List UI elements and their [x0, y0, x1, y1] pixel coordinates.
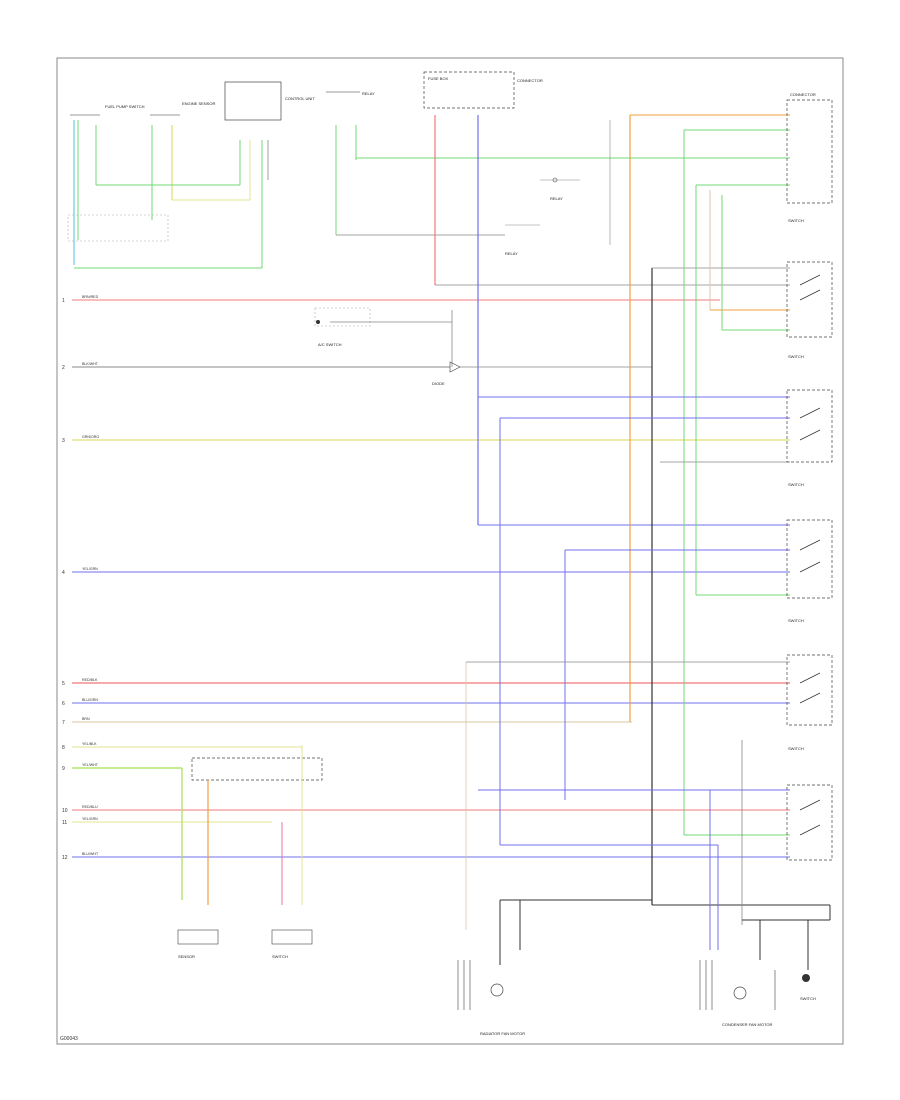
row-wires: [72, 299, 790, 858]
row-labels: 1 BRN/RED 2 BLK/WHT 3 GRN/ORG 4 YEL/GRN …: [62, 295, 99, 861]
row-code-11: YEL/GRN: [82, 817, 98, 821]
right-section: CONNECTOR SWITCH SWITCH SWITCH SWITCH: [786, 92, 833, 861]
row-code-3: GRN/ORG: [82, 435, 99, 439]
mid-component-2-label: DIODE: [432, 381, 445, 386]
top-component-4-label: RELAY: [362, 91, 375, 96]
row-code-10: RED/BLU: [82, 805, 98, 809]
row-ref-10: 10: [62, 808, 68, 814]
top-component-1-label: FUEL PUMP SWITCH: [105, 104, 145, 109]
bottom-component-4: CONDENSER FAN MOTOR: [699, 905, 831, 1027]
top-left-section: FUEL PUMP SWITCH ENGINE SENSOR CONTROL U…: [67, 71, 790, 526]
bottom-component-5-label: SWITCH: [800, 996, 816, 1001]
row-code-5: RED/BLK: [82, 678, 98, 682]
row-ref-5: 5: [62, 681, 65, 687]
bottom-component-2: SWITCH: [271, 929, 313, 959]
row-ref-12: 12: [62, 855, 68, 861]
mid-section: A/C SWITCH DIODE RELAY RELAY: [314, 120, 652, 386]
row-code-4: YEL/GRN: [82, 567, 98, 571]
right-component-5: SWITCH: [786, 618, 833, 726]
row-ref-3: 3: [62, 438, 65, 444]
row-ref-9: 9: [62, 766, 65, 772]
right-component-5-label: SWITCH: [788, 618, 804, 623]
row-ref-6: 6: [62, 701, 65, 707]
top-component-5: FUSE BOX: [423, 71, 790, 526]
row-code-1: BRN/RED: [82, 295, 99, 299]
right-component-1: [786, 99, 833, 204]
right-component-4-label: SWITCH: [788, 482, 804, 487]
bottom-component-3: RADIATOR FAN MOTOR: [457, 899, 652, 1036]
row-ref-11: 11: [62, 820, 67, 826]
top-component-3-label: CONTROL UNIT: [285, 96, 315, 101]
top-component-2: ENGINE SENSOR: [96, 101, 251, 220]
row-code-6: BLU/GRN: [82, 698, 98, 702]
row-code-7: BRN: [82, 717, 90, 721]
bottom-component-4-label: CONDENSER FAN MOTOR: [722, 1022, 772, 1027]
bottom-component-1-label: SENSOR: [178, 954, 195, 959]
row-code-2: BLK/WHT: [82, 362, 99, 366]
row-ref-2: 2: [62, 365, 65, 371]
mid-component-3-label: RELAY: [550, 196, 563, 201]
top-component-6-label: CONNECTOR: [517, 78, 543, 83]
right-component-3: SWITCH: [786, 354, 833, 463]
row-code-12: BLU/WHT: [82, 852, 99, 856]
top-component-1: FUEL PUMP SWITCH: [67, 104, 169, 265]
right-component-2: SWITCH: [786, 218, 833, 338]
bottom-component-5: SWITCH: [774, 920, 816, 1010]
diagram-border: [56, 57, 844, 1045]
row-code-9: YEL/WHT: [82, 763, 99, 767]
right-component-4: SWITCH: [786, 482, 833, 599]
right-component-6: SWITCH: [786, 746, 833, 861]
row-ref-7: 7: [62, 720, 65, 726]
top-component-4: RELAY: [326, 91, 790, 236]
row-ref-1: 1: [62, 298, 65, 304]
bottom-section: SENSOR SWITCH RADIATOR FAN MOTOR CO: [177, 745, 831, 1036]
right-component-1-label: CONNECTOR: [790, 92, 816, 97]
right-component-2-label: SWITCH: [788, 218, 804, 223]
row-ref-4: 4: [62, 570, 65, 576]
right-component-3-label: SWITCH: [788, 354, 804, 359]
mid-component-3b-label: RELAY: [505, 251, 518, 256]
mid-component-1-label: A/C SWITCH: [318, 342, 342, 347]
row-code-8: YEL/BLK: [82, 742, 97, 746]
trunk-wires: [465, 114, 830, 950]
row-ref-8: 8: [62, 745, 65, 751]
bottom-component-3-label: RADIATOR FAN MOTOR: [480, 1031, 525, 1036]
bottom-component-2-label: SWITCH: [272, 954, 288, 959]
top-component-5-label: FUSE BOX: [428, 76, 449, 81]
top-component-3: CONTROL UNIT: [74, 81, 315, 269]
top-component-2-label: ENGINE SENSOR: [182, 101, 215, 106]
bottom-component-1: SENSOR: [177, 929, 219, 959]
top-component-6: CONNECTOR: [517, 78, 543, 83]
bottom-connector-box: [191, 757, 323, 781]
footer-id: G00043: [60, 1036, 78, 1042]
right-component-6-label: SWITCH: [788, 746, 804, 751]
